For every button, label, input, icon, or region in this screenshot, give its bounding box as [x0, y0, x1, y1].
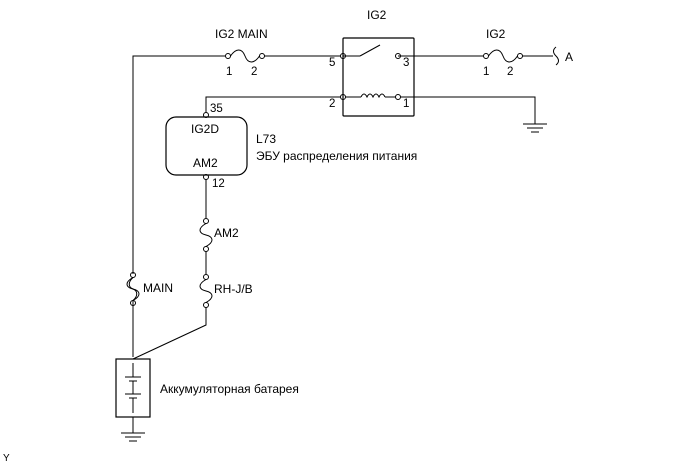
- ecu-pin-12: 12: [212, 178, 225, 190]
- ig2-fuse-pin-1: 1: [483, 66, 489, 78]
- ig2-relay: IG2 5 3 2 1: [329, 8, 415, 117]
- relay-pin-2: 2: [329, 98, 335, 110]
- ig2-fuse: IG2 1 2: [483, 27, 523, 78]
- am2-fuse: AM2: [199, 218, 239, 252]
- main-fuse-label: MAIN: [143, 281, 173, 295]
- ig2-fuse-label: IG2: [486, 27, 506, 41]
- ig2-main-pin-1: 1: [226, 66, 232, 78]
- ground-icon-relay: [523, 123, 547, 133]
- ground-icon-battery: [121, 432, 145, 442]
- rhjb-fuse-label: RH-J/B: [214, 282, 253, 296]
- ig2-main-fuse: IG2 MAIN 1 2: [215, 27, 268, 78]
- corner-mark: Y: [3, 453, 10, 464]
- ig2-main-pin-2: 2: [251, 66, 257, 78]
- ecu-l73: 35 IG2D AM2 12 L73 ЭБУ распределения пит…: [165, 103, 417, 190]
- ig2-fuse-pin-2: 2: [507, 66, 513, 78]
- main-wire: [132, 55, 225, 357]
- ecu-pin-ig2d: IG2D: [191, 122, 219, 136]
- rhjb-fuse: RH-J/B: [199, 274, 253, 308]
- relay-pin-1: 1: [403, 98, 409, 110]
- connector-a: A: [553, 46, 573, 66]
- battery: Аккумуляторная батарея: [115, 358, 299, 418]
- relay-pin-5: 5: [329, 57, 335, 69]
- battery-label: Аккумуляторная батарея: [160, 382, 299, 396]
- ecu-pin-am2: AM2: [193, 156, 218, 170]
- ig2-relay-label: IG2: [367, 8, 387, 22]
- am2-fuse-label: AM2: [214, 226, 239, 240]
- ig2-main-label: IG2 MAIN: [215, 27, 268, 41]
- ecu-code: L73: [256, 132, 276, 146]
- ecu-name: ЭБУ распределения питания: [256, 149, 417, 163]
- main-fuse: MAIN: [126, 272, 173, 306]
- ecu-pin-35: 35: [210, 103, 223, 115]
- connector-a-label: A: [565, 50, 573, 64]
- relay-pin-3: 3: [403, 57, 409, 69]
